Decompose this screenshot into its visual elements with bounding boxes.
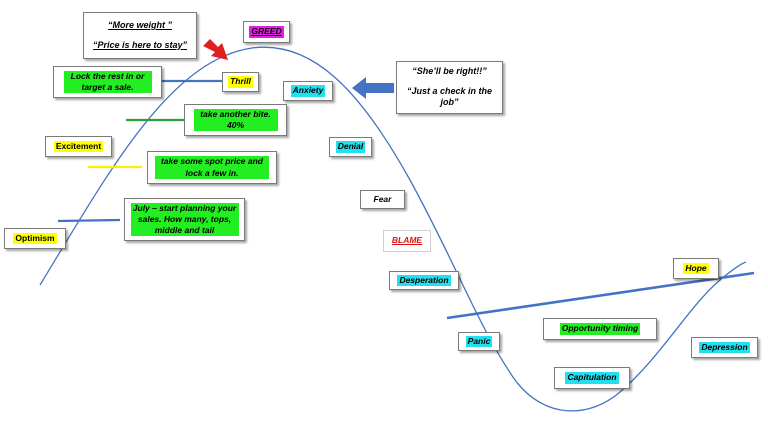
opportunity-label: Opportunity timing (559, 323, 641, 335)
top-quote-line2: “Price is here to stay” (92, 39, 188, 50)
anxiety-label: Anxiety (290, 85, 326, 97)
blame-box: BLAME (383, 230, 431, 252)
depression-box: Depression (691, 337, 758, 358)
fear-box: Fear (360, 190, 405, 209)
market-cycle-curve (39, 46, 747, 412)
greed-label: GREED (249, 26, 284, 38)
red-arrow-icon (203, 39, 228, 60)
depression-label: Depression (699, 341, 750, 354)
top-quote-box: “More weight ” “Price is here to stay” (83, 12, 197, 59)
excitement-box: Excitement (45, 136, 112, 157)
capitulation-box: Capitulation (554, 367, 630, 389)
right-quote-box: “She’ll be right!!” “Just a check in the… (396, 61, 503, 114)
desperation-box: Desperation (389, 271, 459, 290)
another-bite-box: take another bite. 40% (184, 104, 287, 136)
desperation-label: Desperation (397, 274, 451, 287)
hope-label: Hope (683, 262, 709, 275)
panic-box: Panic (458, 332, 500, 351)
denial-label: Denial (335, 141, 366, 153)
spot-price-box: take some spot price and lock a few in. (147, 151, 277, 184)
right-quote-line1: “She’ll be right!!” (412, 65, 487, 76)
thrill-label: Thrill (228, 76, 253, 88)
july-plan-box: July – start planning your sales. How ma… (124, 198, 245, 241)
right-quote-line2: “Just a check in the job” (406, 85, 493, 108)
opportunity-box: Opportunity timing (543, 318, 657, 340)
blame-label: BLAME (391, 235, 423, 246)
anxiety-box: Anxiety (283, 81, 333, 101)
thrill-box: Thrill (222, 72, 259, 92)
lock-rest-box: Lock the rest in or target a sale. (53, 66, 162, 98)
lock-rest-label: Lock the rest in or target a sale. (63, 70, 152, 94)
blue-arrow-icon (352, 77, 394, 99)
hope-box: Hope (673, 258, 719, 279)
excitement-label: Excitement (53, 140, 104, 153)
denial-box: Denial (329, 137, 372, 157)
spot-price-label: take some spot price and lock a few in. (155, 156, 269, 179)
fear-label: Fear (373, 193, 392, 204)
optimism-box: Optimism (4, 228, 66, 249)
capitulation-label: Capitulation (565, 372, 619, 384)
july-plan-label: July – start planning your sales. How ma… (130, 202, 239, 237)
another-bite-label: take another bite. 40% (193, 108, 278, 132)
top-quote-line1: “More weight ” (107, 19, 172, 30)
trend-line (446, 271, 755, 320)
greed-box: GREED (243, 21, 290, 43)
panic-label: Panic (465, 335, 493, 348)
optimism-label: Optimism (13, 232, 57, 245)
optimism-connector (57, 218, 121, 223)
